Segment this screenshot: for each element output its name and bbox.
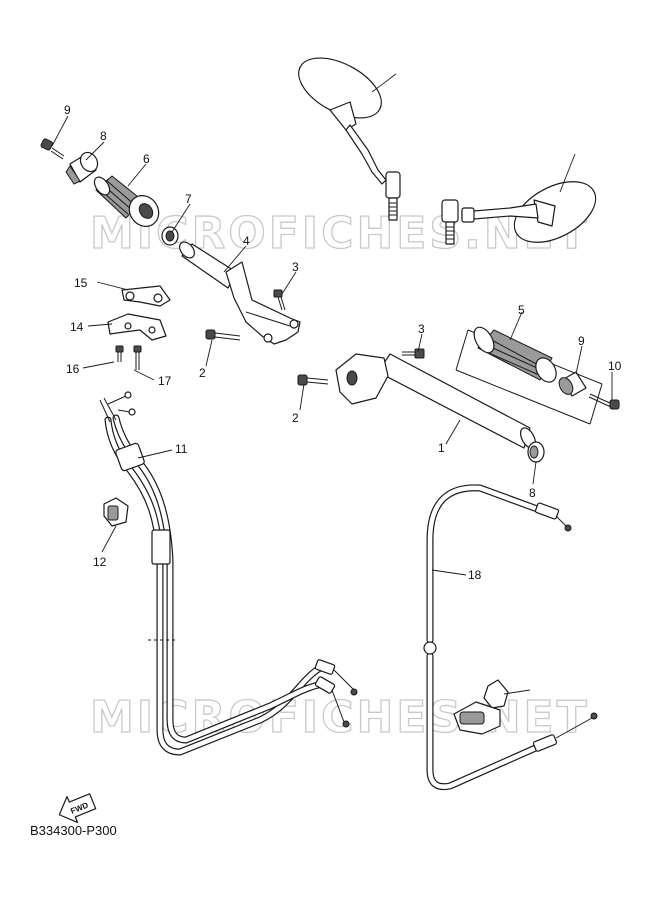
cable-guide xyxy=(103,497,129,527)
callout-9: 10 xyxy=(608,359,622,373)
callout-3: 3 xyxy=(418,322,425,336)
throttle-grip xyxy=(93,175,160,227)
collar-left xyxy=(161,226,179,246)
collar-right xyxy=(527,441,545,463)
callout-11: 12 xyxy=(93,555,107,569)
bolt-left-pinch xyxy=(205,329,241,341)
callout-10: 11 xyxy=(175,442,188,456)
callout-labels: 9 8 6 7 4 3 15 14 16 17 2 5 3 2 1 9 10 8… xyxy=(64,103,622,582)
callout-7: 8 xyxy=(529,486,536,500)
holder-lower xyxy=(107,313,167,341)
callout-5: 5 xyxy=(518,303,525,317)
screw-14-a xyxy=(115,345,124,362)
callout-12: 14 xyxy=(70,320,84,334)
callout-1: 1 xyxy=(438,441,445,455)
bolt-right-pinch xyxy=(297,374,329,386)
bolt-end-left xyxy=(40,138,65,160)
callout-3: 3 xyxy=(292,260,299,274)
fwd-arrow-icon: FWD xyxy=(58,793,97,824)
callout-7: 7 xyxy=(185,192,192,206)
callout-14: 16 xyxy=(66,362,80,376)
callout-8: 9 xyxy=(578,334,585,348)
callout-14: 17 xyxy=(158,374,172,388)
diagram-code: B334300-P300 xyxy=(30,823,117,838)
callout-9: 9 xyxy=(64,103,71,117)
watermark-bottom: MICROFICHES.NET xyxy=(90,692,590,743)
callout-8: 8 xyxy=(100,129,107,143)
holder-upper xyxy=(121,285,171,307)
callout-2: 2 xyxy=(292,411,299,425)
handlebar-right xyxy=(335,353,536,449)
bolt-right-clamp xyxy=(402,348,425,359)
callout-15: 18 xyxy=(468,568,482,582)
mirror-left xyxy=(298,57,401,221)
throttle-cable-assy xyxy=(99,391,358,756)
callout-4: 4 xyxy=(243,234,250,248)
callout-2: 2 xyxy=(199,366,206,380)
handlebar-left xyxy=(179,241,301,345)
bar-end-weight-left xyxy=(65,151,99,185)
bolt-end-right xyxy=(588,393,620,410)
bolt-left-clamp xyxy=(273,289,286,311)
grip-right xyxy=(455,326,603,425)
bar-end-weight-right xyxy=(558,371,587,397)
callout-13: 15 xyxy=(74,276,88,290)
callout-6: 6 xyxy=(143,152,150,166)
screw-14-b xyxy=(133,345,142,370)
clutch-cable xyxy=(423,484,598,791)
leader-lines xyxy=(51,73,613,695)
mirror-right xyxy=(441,181,597,245)
cable-clamp xyxy=(453,679,509,735)
